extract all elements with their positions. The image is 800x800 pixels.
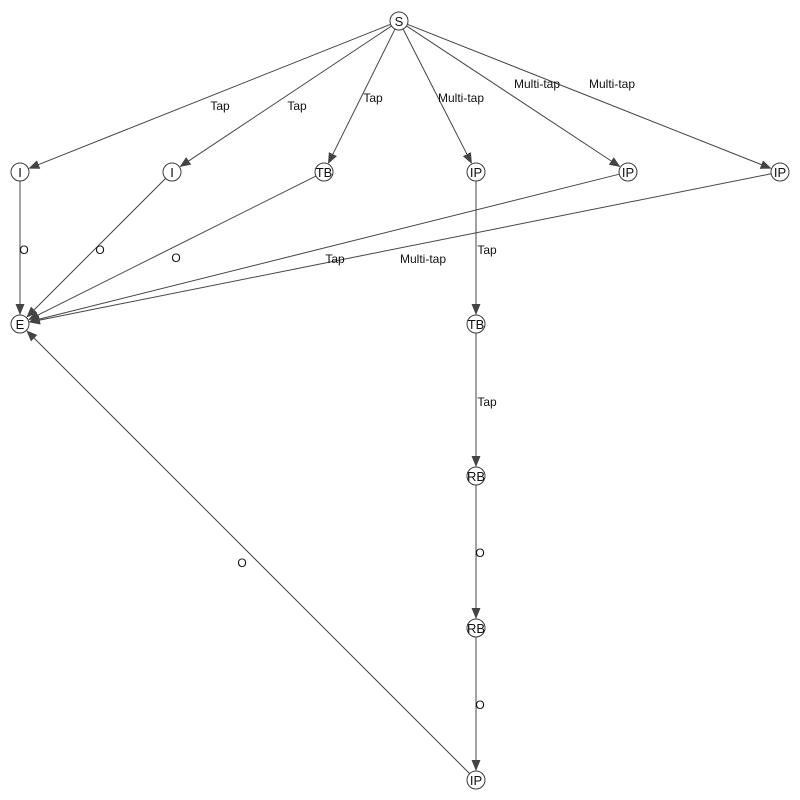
arrowhead-icon bbox=[179, 157, 192, 168]
node-s: S bbox=[389, 11, 409, 31]
node-i1: I bbox=[10, 162, 30, 182]
edge-label: Tap bbox=[477, 395, 497, 409]
node-tb1: TB bbox=[314, 162, 334, 182]
node-circle bbox=[770, 162, 790, 182]
edge-i1-to-e bbox=[15, 181, 25, 315]
edge-label: Multi-tap bbox=[438, 91, 484, 105]
node-circle bbox=[162, 162, 182, 182]
node-label: IP bbox=[774, 165, 786, 180]
arrowhead-icon bbox=[28, 160, 41, 169]
arrowhead-icon bbox=[462, 152, 472, 164]
node-circle bbox=[10, 162, 30, 182]
edge-line bbox=[332, 28, 396, 155]
edge-line bbox=[39, 173, 772, 321]
edge-label: Tap bbox=[210, 99, 230, 113]
edge-s-to-tb1 bbox=[328, 28, 396, 164]
edge-ip2-to-e bbox=[28, 173, 620, 324]
node-ip1: IP bbox=[466, 162, 486, 182]
arrowhead-icon bbox=[608, 157, 621, 168]
arrowhead-icon bbox=[759, 160, 772, 169]
node-circle bbox=[314, 162, 334, 182]
edge-label: Multi-tap bbox=[514, 77, 560, 91]
edge-line bbox=[407, 23, 762, 166]
edge-line bbox=[37, 175, 317, 316]
node-label: IP bbox=[470, 165, 482, 180]
node-label: RB bbox=[467, 621, 485, 636]
node-rb2: RB bbox=[466, 618, 486, 638]
edge-label: Multi-tap bbox=[400, 252, 446, 266]
arrowhead-icon bbox=[471, 304, 481, 315]
arrowhead-icon bbox=[471, 760, 481, 771]
node-circle bbox=[466, 770, 486, 790]
node-label: I bbox=[18, 165, 22, 180]
edge-label: O bbox=[475, 698, 484, 712]
node-circle bbox=[466, 466, 486, 486]
edge-tb1-to-e bbox=[28, 175, 317, 320]
edge-line bbox=[39, 173, 620, 320]
edge-s-to-ip1 bbox=[402, 28, 472, 164]
node-label: IP bbox=[470, 773, 482, 788]
node-label: S bbox=[395, 14, 404, 29]
edge-s-to-i2 bbox=[179, 25, 392, 168]
edge-rb2-to-ip4 bbox=[471, 637, 481, 771]
edge-s-to-ip3 bbox=[407, 23, 772, 169]
arrowhead-icon bbox=[471, 608, 481, 619]
node-label: TB bbox=[468, 317, 485, 332]
arrowhead-icon bbox=[26, 330, 38, 342]
node-label: RB bbox=[467, 469, 485, 484]
arrowhead-icon bbox=[328, 152, 337, 164]
arrowhead-icon bbox=[28, 315, 41, 325]
arrowhead-icon bbox=[471, 456, 481, 467]
edge-line bbox=[33, 178, 166, 311]
edge-ip4-to-e bbox=[26, 330, 470, 774]
node-rb1: RB bbox=[466, 466, 486, 486]
node-circle bbox=[466, 314, 486, 334]
node-i2: I bbox=[162, 162, 182, 182]
edge-line bbox=[402, 28, 468, 155]
node-circle bbox=[466, 162, 486, 182]
edge-s-to-i1 bbox=[28, 23, 391, 169]
edge-line bbox=[188, 25, 392, 162]
edge-label: O bbox=[171, 251, 180, 265]
edge-line bbox=[406, 25, 612, 162]
arrowhead-icon bbox=[26, 306, 38, 318]
edge-i2-to-e bbox=[26, 178, 166, 318]
edges-layer bbox=[15, 23, 772, 774]
node-label: I bbox=[170, 165, 174, 180]
node-tb2: TB bbox=[466, 314, 486, 334]
edge-label: Tap bbox=[325, 252, 345, 266]
edge-label: O bbox=[19, 243, 28, 257]
edge-label: Tap bbox=[287, 99, 307, 113]
arrowhead-icon bbox=[15, 304, 25, 315]
node-circle bbox=[466, 618, 486, 638]
edge-label: O bbox=[95, 243, 104, 257]
node-ip4: IP bbox=[466, 770, 486, 790]
node-label: TB bbox=[316, 165, 333, 180]
edge-ip3-to-e bbox=[28, 173, 772, 325]
node-label: E bbox=[16, 317, 25, 332]
edge-rb1-to-rb2 bbox=[471, 485, 481, 619]
node-label: IP bbox=[622, 165, 634, 180]
nodes-layer: S I I TB IP IP IP E TB RB RB IP bbox=[10, 11, 790, 790]
edge-tb2-to-rb1 bbox=[471, 333, 481, 467]
node-ip2: IP bbox=[618, 162, 638, 182]
edge-label: O bbox=[237, 556, 246, 570]
node-circle bbox=[389, 11, 409, 31]
node-circle bbox=[618, 162, 638, 182]
node-circle bbox=[10, 314, 30, 334]
edge-ip1-to-tb2 bbox=[471, 181, 481, 315]
edge-s-to-ip2 bbox=[406, 25, 621, 168]
edge-line bbox=[33, 337, 470, 774]
node-ip3: IP bbox=[770, 162, 790, 182]
edge-label: Multi-tap bbox=[589, 77, 635, 91]
edge-line bbox=[38, 23, 391, 166]
edge-label: Tap bbox=[477, 243, 497, 257]
edge-label: Tap bbox=[363, 91, 383, 105]
node-e: E bbox=[10, 314, 30, 334]
edge-label: O bbox=[475, 546, 484, 560]
